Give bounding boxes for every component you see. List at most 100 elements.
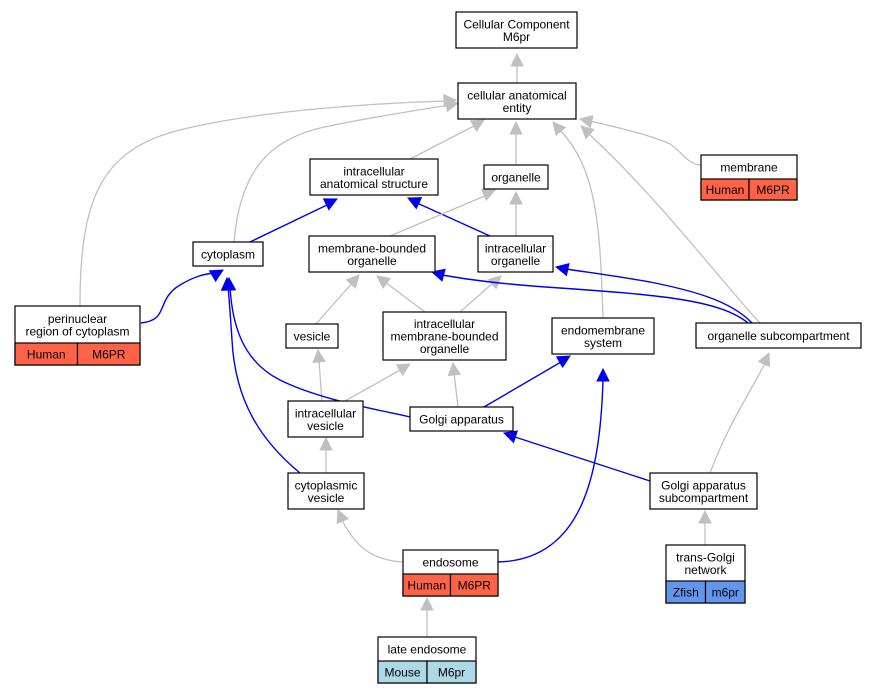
edge-cytoplasm-to-intracellular_anatomical_structure [249, 198, 339, 243]
arrowhead-icon [552, 121, 567, 136]
node-label: Golgi apparatus [419, 413, 504, 427]
arrowhead-icon [578, 114, 594, 129]
node-box [483, 164, 549, 190]
edge-membrane_bounded_organelle-to-organelle [389, 188, 497, 237]
arrowhead-icon [698, 509, 712, 524]
node-label: system [584, 336, 622, 350]
node-label: organelle [347, 254, 397, 268]
edge-line [384, 281, 426, 313]
arrowhead-icon [510, 52, 524, 67]
arrowhead-icon [319, 436, 333, 451]
species-cell-label: Human [407, 579, 446, 593]
node-label: subcompartment [659, 491, 749, 505]
edge-line [483, 361, 562, 408]
arrowhead-icon [596, 367, 610, 382]
edge-organelle_subcompartment-to-intracellular_organelle [554, 262, 753, 324]
node-label: cytoplasmic [295, 478, 358, 492]
node-organelle-subcompartment[interactable]: organelle subcompartment [695, 322, 862, 349]
node-label: cellular anatomical [467, 88, 566, 102]
node-label: trans-Golgi [676, 550, 735, 564]
species-cell-label: Human [706, 183, 745, 197]
edge-golgi_apparatus-to-endomembrane_system [483, 355, 571, 408]
edge-line [497, 379, 604, 563]
species-cell-label: M6PR [756, 183, 790, 197]
species-cell [704, 580, 746, 604]
node-box [308, 235, 436, 273]
species-cell [76, 342, 141, 366]
edge-line [315, 281, 354, 325]
arrowhead-icon [443, 93, 458, 108]
node-label: organelle [491, 254, 541, 268]
edge-line [229, 286, 411, 418]
edge-golgi_apparatus-to-intracellular_mb_organelle [447, 361, 462, 408]
species-cell-label: Mouse [384, 666, 420, 680]
node-label: vesicle [308, 491, 345, 505]
edge-golgi_subcompartment-to-golgi_apparatus [502, 430, 651, 482]
edge-line [441, 274, 749, 324]
node-vesicle[interactable]: vesicle [285, 323, 339, 349]
node-box [192, 241, 264, 267]
species-cell-label: M6pr [438, 666, 465, 680]
edge-organelle-to-cellular_anatomical_entity [509, 120, 523, 165]
node-box [285, 323, 339, 349]
node-box [649, 472, 758, 510]
node-label: intracellular [343, 164, 404, 178]
edges-layer [79, 52, 771, 637]
species-cell-label: m6pr [712, 586, 739, 600]
node-golgi-apparatus[interactable]: Golgi apparatus [409, 406, 514, 432]
edge-line [565, 268, 753, 324]
arrowhead-icon [480, 188, 497, 202]
edge-line [559, 129, 604, 319]
node-label: anatomical structure [320, 177, 428, 191]
edge-cytoplasmic_vesicle-to-intracellular_vesicle [319, 436, 333, 473]
species-cell-label: M6PR [92, 348, 126, 362]
node-label: intracellular [295, 406, 356, 420]
edge-line [416, 202, 491, 237]
node-box [287, 400, 364, 438]
arrowhead-icon [322, 198, 339, 211]
node-box [309, 158, 439, 196]
arrowhead-icon [555, 355, 571, 369]
edge-line [709, 362, 766, 474]
edge-membrane-to-cellular_anatomical_entity [578, 114, 702, 166]
arrowhead-icon [420, 596, 434, 611]
edge-intracellular_anatomical_structure-to-cellular_anatomical_entity [409, 119, 485, 160]
node-organelle[interactable]: organelle [483, 164, 549, 190]
edge-cellular_anatomical_entity-to-cellular_component [510, 52, 524, 83]
arrowhead-icon [336, 508, 350, 525]
species-cell [449, 573, 499, 597]
edge-organelle_subcompartment-to-cellular_anatomical_entity [580, 125, 761, 324]
arrowhead-icon [580, 125, 595, 140]
edge-intracellular_vesicle-to-vesicle [312, 348, 326, 402]
edge-line [514, 436, 651, 482]
species-cell [426, 660, 477, 684]
node-label: membrane-bounded [390, 330, 498, 344]
edge-perinuclear_region-to-cytoplasm [140, 269, 224, 324]
node-box [409, 406, 514, 432]
edge-endosome-to-endomembrane_system [497, 367, 610, 563]
species-cell-label: Zfish [673, 586, 699, 600]
edge-cytoplasmic_vesicle-to-cytoplasm [220, 276, 301, 474]
edge-golgi_subcompartment-to-organelle_subcompartment [709, 351, 771, 474]
node-cytoplasm[interactable]: cytoplasm [192, 241, 264, 267]
edge-line [589, 120, 702, 166]
edge-line [227, 286, 301, 474]
edge-intracellular_vesicle-to-intracellular_mb_organelle [344, 363, 411, 402]
node-label: membrane-bounded [318, 241, 426, 255]
